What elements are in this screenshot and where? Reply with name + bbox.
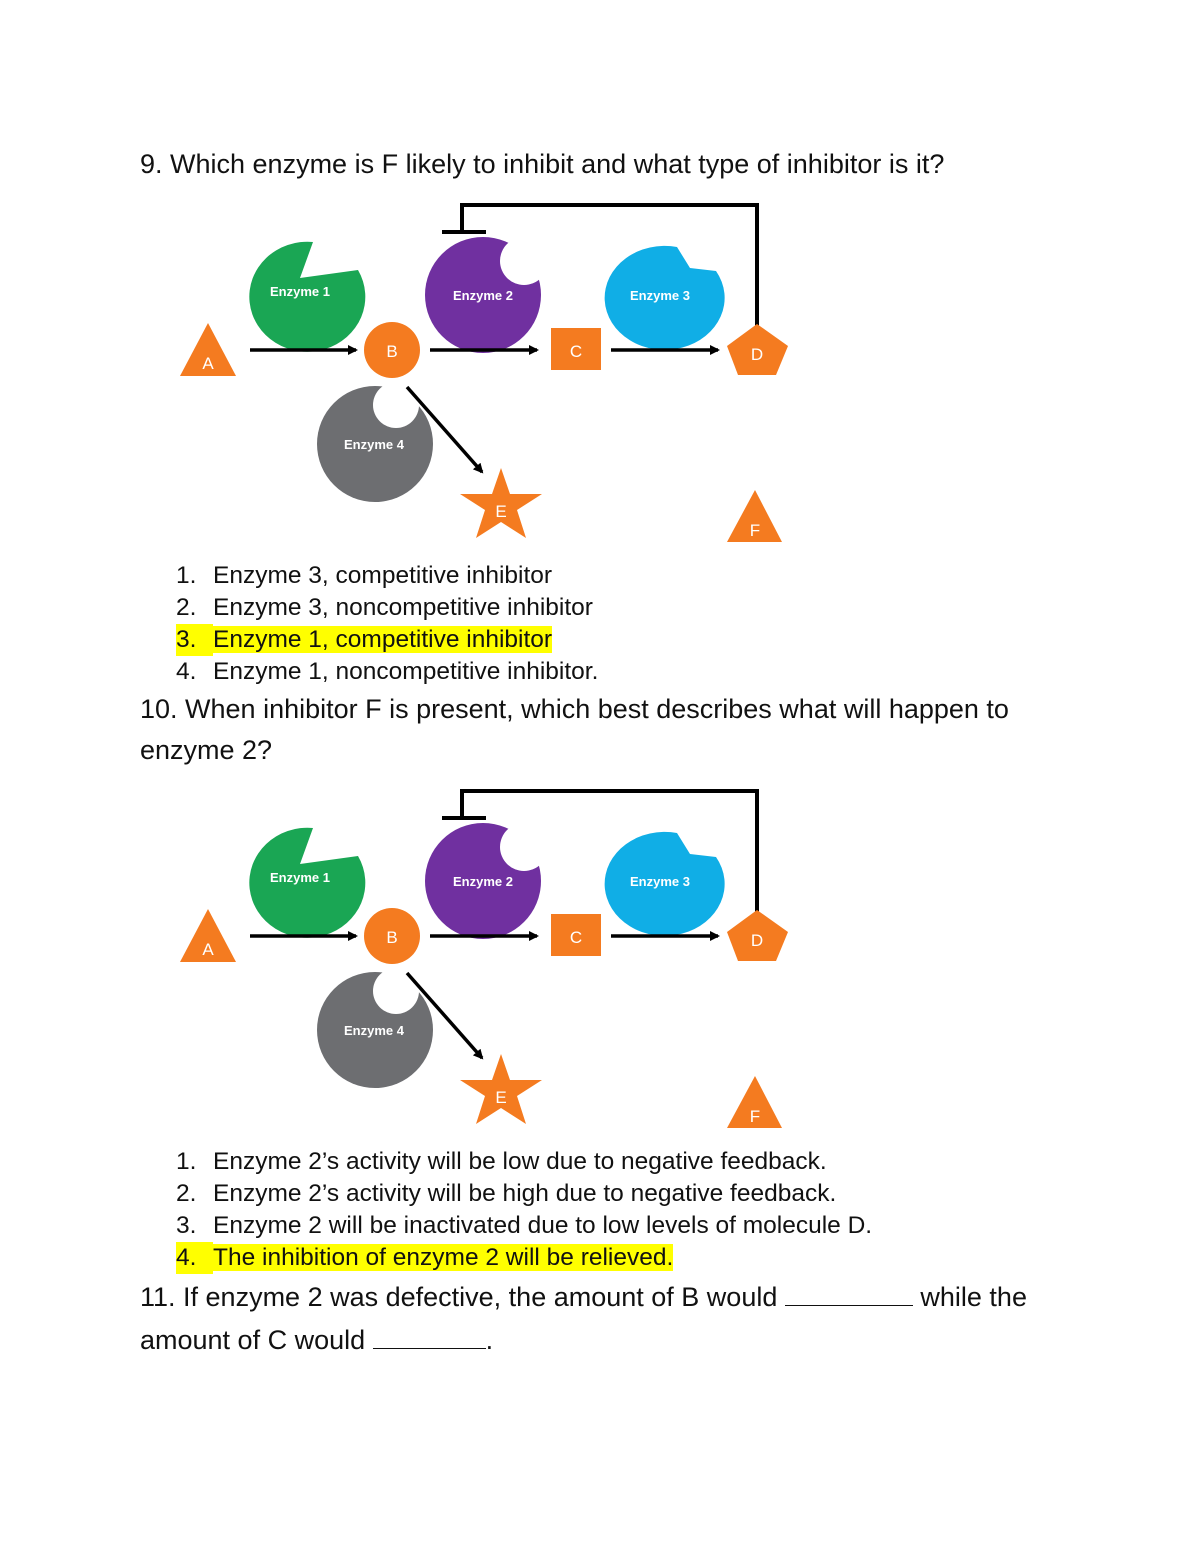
molecule-b-label: B xyxy=(386,928,397,947)
question-10-options: 1.Enzyme 2’s activity will be low due to… xyxy=(176,1146,872,1274)
enzyme-3-shape: Enzyme 3 xyxy=(604,245,725,350)
question-9-prompt: 9. Which enzyme is F likely to inhibit a… xyxy=(140,149,945,179)
molecule-d-label: D xyxy=(751,931,763,950)
molecule-f-label: F xyxy=(750,521,760,540)
q9-option-4[interactable]: 4.Enzyme 1, noncompetitive inhibitor. xyxy=(176,658,599,685)
molecule-c: C xyxy=(551,914,601,956)
molecule-a-label: A xyxy=(202,940,214,959)
enzyme-1-label: Enzyme 1 xyxy=(270,284,330,299)
enzyme-2-label: Enzyme 2 xyxy=(453,288,513,303)
q10-option-4-highlighted[interactable]: 4.The inhibition of enzyme 2 will be rel… xyxy=(176,1242,872,1274)
molecule-f-label: F xyxy=(750,1107,760,1126)
molecule-e: E xyxy=(460,468,542,538)
molecule-d-label: D xyxy=(751,345,763,364)
q9-option-2[interactable]: 2.Enzyme 3, noncompetitive inhibitor xyxy=(176,594,593,621)
enzyme-3-label: Enzyme 3 xyxy=(630,288,690,303)
molecule-a: A xyxy=(180,323,236,376)
pathway-diagram-q9: Enzyme 1 Enzyme 2 Enzyme 3 Enzyme 4 xyxy=(170,200,800,545)
enzyme-3-shape: Enzyme 3 xyxy=(604,831,725,936)
question-9-options: 1.Enzyme 3, competitive inhibitor 2.Enzy… xyxy=(176,560,598,688)
enzyme-4-label: Enzyme 4 xyxy=(344,437,405,452)
molecule-c-label: C xyxy=(570,342,582,361)
enzyme-2-shape: Enzyme 2 xyxy=(425,823,548,939)
q11-text-part1: 11. If enzyme 2 was defective, the amoun… xyxy=(140,1282,778,1312)
enzyme-2-shape: Enzyme 2 xyxy=(425,237,548,353)
molecule-d: D xyxy=(727,324,788,375)
feedback-line xyxy=(460,789,759,918)
q11-blank-1[interactable] xyxy=(784,1275,913,1306)
molecule-a: A xyxy=(180,909,236,962)
q11-blank-2[interactable] xyxy=(372,1318,486,1349)
enzyme-1-shape: Enzyme 1 xyxy=(249,241,366,352)
q11-text-part2: while the amount of C would xyxy=(140,1282,1027,1355)
molecule-f: F xyxy=(727,490,782,542)
q9-option-1[interactable]: 1.Enzyme 3, competitive inhibitor xyxy=(176,562,553,589)
molecule-c-label: C xyxy=(570,928,582,947)
q10-option-2[interactable]: 2.Enzyme 2’s activity will be high due t… xyxy=(176,1180,837,1207)
q9-option-3-highlighted[interactable]: 3.Enzyme 1, competitive inhibitor xyxy=(176,624,598,656)
enzyme-1-label: Enzyme 1 xyxy=(270,870,330,885)
enzyme-4-label: Enzyme 4 xyxy=(344,1023,405,1038)
molecule-f: F xyxy=(727,1076,782,1128)
arrow-b-to-e xyxy=(405,385,484,474)
enzyme-4-shape: Enzyme 4 xyxy=(317,968,433,1088)
molecule-a-label: A xyxy=(202,354,214,373)
molecule-e-label: E xyxy=(495,1088,506,1107)
molecule-b: B xyxy=(364,908,420,964)
molecule-b-label: B xyxy=(386,342,397,361)
q11-period: . xyxy=(485,1325,494,1355)
enzyme-4-shape: Enzyme 4 xyxy=(317,382,433,502)
q10-option-1[interactable]: 1.Enzyme 2’s activity will be low due to… xyxy=(176,1148,827,1175)
arrow-b-to-e xyxy=(405,971,484,1060)
molecule-e: E xyxy=(460,1054,542,1124)
question-10-prompt: 10. When inhibitor F is present, which b… xyxy=(140,694,1009,765)
enzyme-2-label: Enzyme 2 xyxy=(453,874,513,889)
molecule-b: B xyxy=(364,322,420,378)
enzyme-1-shape: Enzyme 1 xyxy=(249,827,366,938)
feedback-line xyxy=(460,203,759,332)
enzyme-3-label: Enzyme 3 xyxy=(630,874,690,889)
q10-option-3[interactable]: 3.Enzyme 2 will be inactivated due to lo… xyxy=(176,1212,873,1239)
question-11-prompt: 11. If enzyme 2 was defective, the amoun… xyxy=(140,1275,1080,1361)
molecule-e-label: E xyxy=(495,502,506,521)
molecule-d: D xyxy=(727,910,788,961)
molecule-c: C xyxy=(551,328,601,370)
pathway-diagram-q10: Enzyme 1 Enzyme 2 Enzyme 3 Enzyme 4 A xyxy=(170,786,800,1131)
